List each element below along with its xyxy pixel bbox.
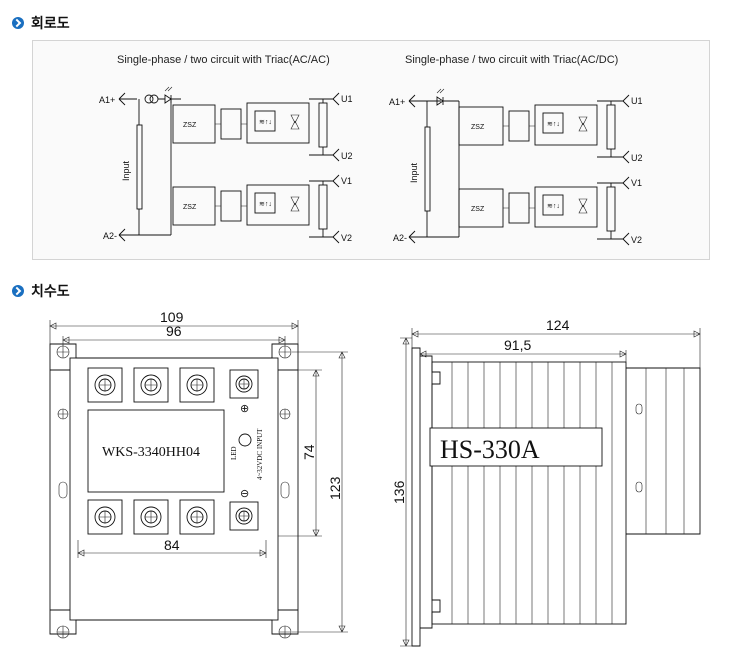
- left-u2-label: U2: [341, 151, 353, 161]
- dim-width-holes: 96: [166, 323, 182, 339]
- right-a2-label: A2-: [393, 233, 407, 243]
- dim-height-inner: 74: [301, 444, 317, 460]
- dim-total-width: 124: [546, 317, 570, 333]
- minus-symbol: ⊖: [240, 488, 249, 500]
- dimension-section-title: 치수도: [31, 284, 70, 300]
- circuit-section-title: 회로도: [31, 16, 70, 32]
- svg-text:≋↑↓: ≋↑↓: [259, 201, 272, 208]
- left-v1-label: V1: [341, 176, 352, 186]
- led-indicator: [238, 433, 252, 447]
- left-input-label: Input: [121, 160, 131, 181]
- heatsink-model-label: HS-330A: [440, 435, 540, 464]
- led-text: LED: [230, 446, 238, 460]
- left-u1-label: U1: [341, 94, 353, 104]
- input-range-text: 4~32VDC INPUT: [256, 428, 264, 480]
- dimension-section-header: 치수도: [12, 281, 70, 301]
- left-circuit: A1+ A2- Input ZSZ ≋↑↓ U1: [99, 86, 353, 244]
- circuit-diagram-panel: Single-phase / two circuit with Triac(AC…: [32, 40, 710, 260]
- left-a1-label: A1+: [99, 95, 115, 105]
- right-v1-label: V1: [631, 178, 642, 188]
- side-view: HS-330A 124 91,5 136: [391, 317, 701, 647]
- right-circuit-title: Single-phase / two circuit with Triac(AC…: [405, 54, 619, 66]
- circuit-drawings: A1+ A2- Input ZSZ ≋↑↓ U1: [99, 86, 643, 246]
- arrow-bullet-icon: [12, 285, 24, 297]
- left-v2-label: V2: [341, 233, 352, 243]
- circuit-section-header: 회로도: [12, 13, 70, 33]
- left-zsz-top: ZSZ: [183, 122, 197, 129]
- right-a1-label: A1+: [389, 97, 405, 107]
- right-u2-label: U2: [631, 153, 643, 163]
- right-u1-label: U1: [631, 96, 643, 106]
- left-zsz-bottom: ZSZ: [183, 204, 197, 211]
- left-a2-label: A2-: [103, 231, 117, 241]
- svg-text:≋↑↓: ≋↑↓: [547, 121, 560, 128]
- right-zsz-top: ZSZ: [471, 124, 485, 131]
- model-label: WKS-3340HH04: [102, 445, 200, 460]
- right-zsz-bottom: ZSZ: [471, 206, 485, 213]
- arrow-bullet-icon: [12, 17, 24, 29]
- dim-height-total: 123: [327, 476, 343, 500]
- right-circuit: A1+ A2- Input ZSZ ≋↑↓ U1 U2 ZSZ: [389, 88, 643, 246]
- dim-bottom-width: 84: [164, 537, 180, 553]
- dim-width-total: 109: [160, 309, 184, 325]
- svg-text:≋↑↓: ≋↑↓: [547, 203, 560, 210]
- plus-symbol: ⊕: [240, 403, 249, 415]
- dim-height: 136: [391, 480, 407, 504]
- right-input-label: Input: [409, 162, 419, 183]
- right-v2-label: V2: [631, 235, 642, 245]
- dim-heatsink-width: 91,5: [504, 337, 531, 353]
- front-view: WKS-3340HH04 LED 4~32VDC INPUT ⊕ ⊖ 109 9…: [49, 309, 348, 639]
- left-circuit-title: Single-phase / two circuit with Triac(AC…: [117, 54, 330, 66]
- svg-text:≋↑↓: ≋↑↓: [259, 119, 272, 126]
